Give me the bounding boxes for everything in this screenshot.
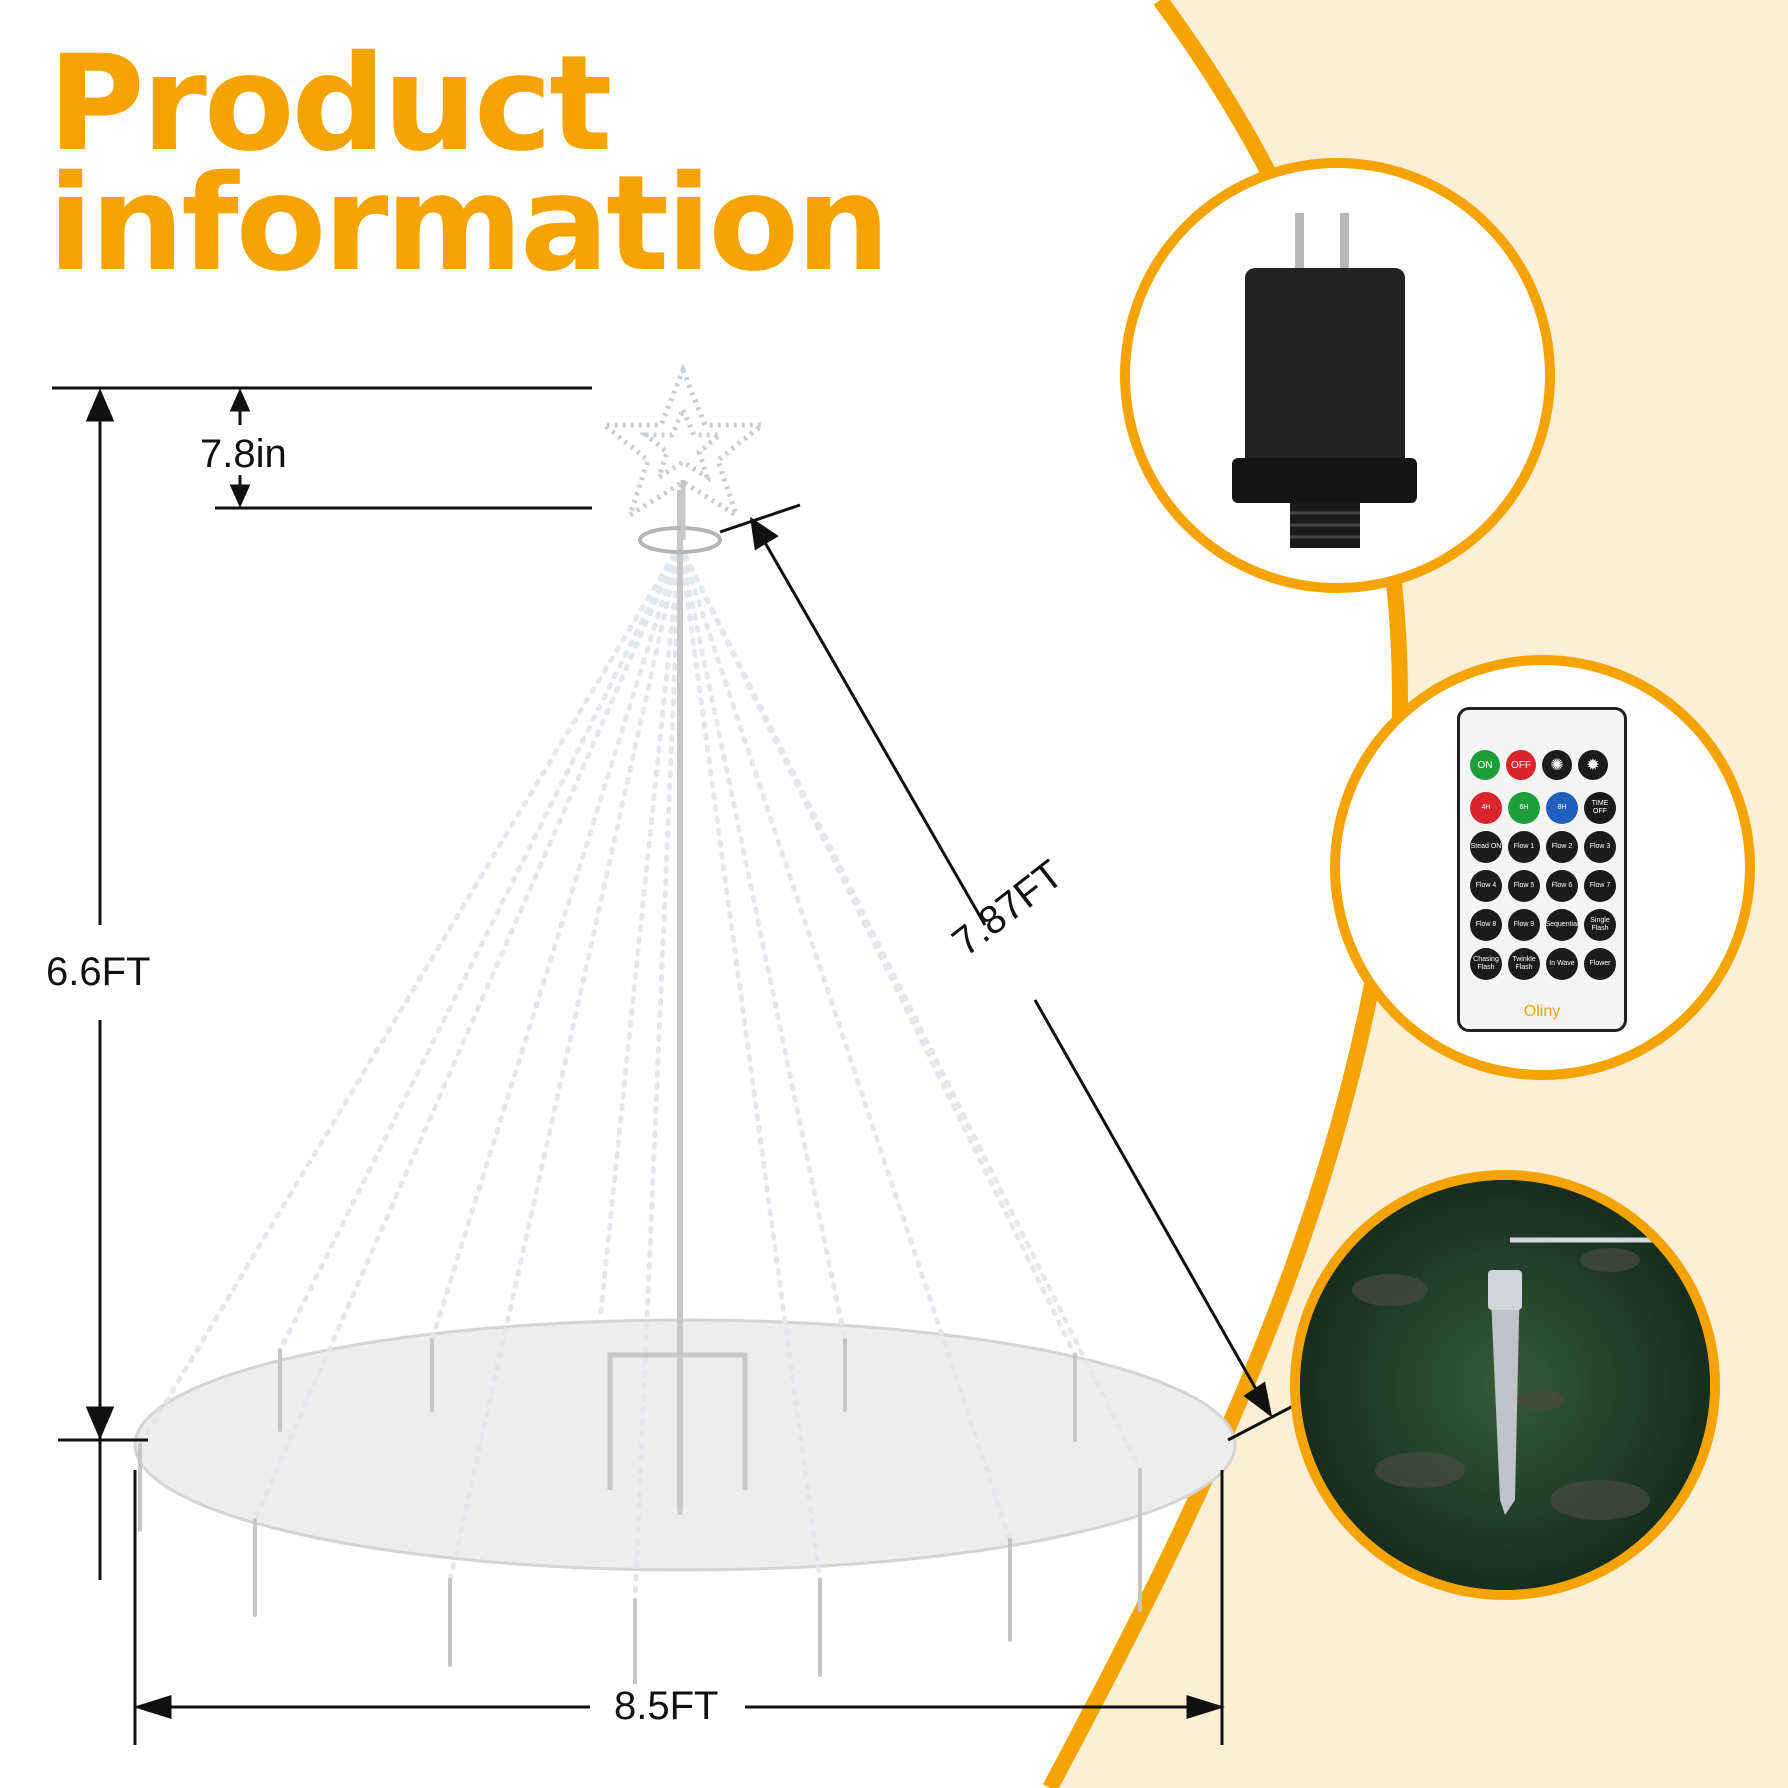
light-strand: [429, 542, 683, 1343]
remote-mode-button: Flow 7: [1584, 870, 1616, 902]
tree-base-disk: [133, 1318, 1237, 1572]
remote-mode-button: 4H: [1470, 792, 1502, 824]
light-strand: [632, 542, 683, 1603]
remote-mode-button: Flow 5: [1508, 870, 1540, 902]
light-strand: [677, 542, 848, 1343]
remote-mode-button: Twinkle Flash: [1508, 948, 1540, 980]
total-height-label: 6.6FT: [38, 950, 159, 995]
dimension-lines: [52, 386, 1296, 1745]
light-strand: [447, 542, 683, 1583]
ground-stakes: [138, 1338, 1142, 1692]
brightness-up-icon: ✺: [1542, 750, 1572, 780]
remote-mode-button: Flow 6: [1546, 870, 1578, 902]
light-strand: [137, 542, 683, 1448]
remote-mode-button: Flow 2: [1546, 831, 1578, 863]
star-topper: [596, 363, 770, 521]
light-strand: [677, 542, 1013, 1543]
remote-mode-button: In Wave: [1546, 948, 1578, 980]
remote-brand-logo: Oliny: [1523, 1003, 1561, 1020]
star-height-label: 7.8in: [200, 432, 287, 476]
remote-mode-button: Flower: [1584, 948, 1616, 980]
remote-mode-button: Flow 4: [1470, 870, 1502, 902]
ground-stake-badge: [1290, 1170, 1720, 1600]
remote-mode-button: Flow 1: [1508, 831, 1540, 863]
remote-mode-button: Flow 9: [1508, 909, 1540, 941]
remote-on-button: ON: [1470, 750, 1500, 780]
remote-mode-button: Flow 3: [1584, 831, 1616, 863]
brightness-down-icon: ✹: [1578, 750, 1608, 780]
title-line-1: Product: [48, 27, 612, 181]
light-strand: [252, 542, 683, 1523]
remote-mode-button: TIME OFF: [1584, 792, 1616, 824]
power-adapter-badge: [1120, 158, 1555, 593]
light-strand: [277, 542, 683, 1353]
power-adapter-icon: [1232, 213, 1417, 548]
remote-mode-button: 8H: [1546, 792, 1578, 824]
remote-mode-button: Stead ON: [1470, 831, 1502, 863]
top-ring: [638, 526, 722, 554]
remote-mode-button: Single Flash: [1584, 909, 1616, 941]
remote-mode-button: 6H: [1508, 792, 1540, 824]
ground-stake-photo: [1300, 1180, 1710, 1590]
light-strand: [677, 542, 1078, 1358]
remote-mode-button: Chasing Flash: [1470, 948, 1502, 980]
title-line-2: information: [48, 147, 890, 301]
pole-stake: [607, 1352, 748, 1515]
remote-mode-button: Sequential: [1546, 909, 1578, 941]
remote-mode-button: Flow 8: [1470, 909, 1502, 941]
light-strand: [597, 542, 683, 1323]
base-width-label: 8.5FT: [606, 1684, 727, 1729]
light-strands: [137, 542, 1143, 1603]
remote-off-button: OFF: [1506, 750, 1536, 780]
